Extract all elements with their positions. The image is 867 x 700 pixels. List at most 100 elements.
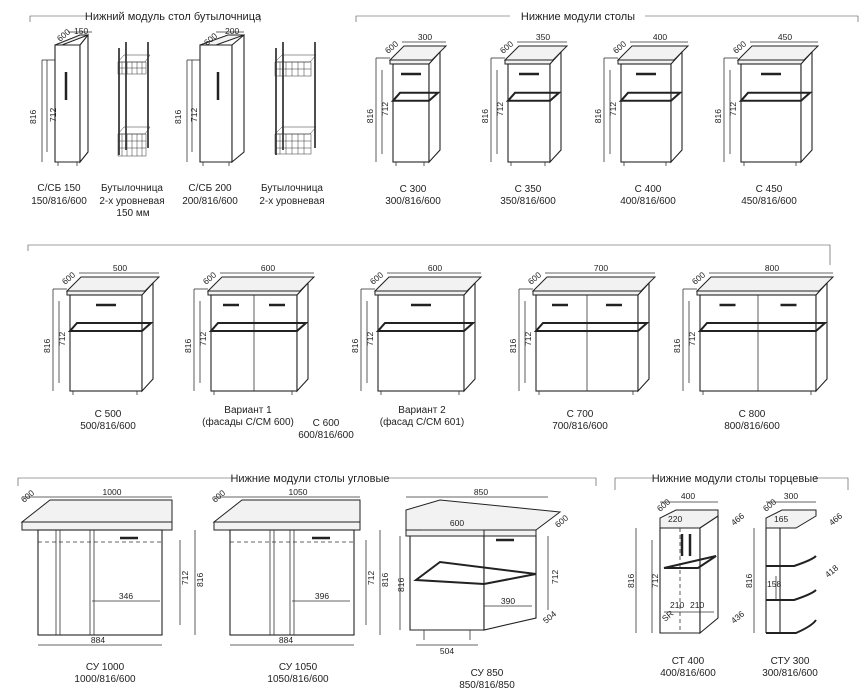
svg-text:600: 600 — [428, 263, 442, 273]
svg-text:816: 816 — [380, 573, 390, 587]
label-c450-size: 450/816/600 — [741, 196, 797, 207]
label-bottle1-note: 150 мм — [116, 208, 149, 219]
svg-text:816: 816 — [173, 110, 183, 124]
svg-text:712: 712 — [57, 332, 67, 346]
svg-text:158: 158 — [767, 579, 781, 589]
svg-text:436: 436 — [729, 609, 747, 626]
svg-text:350: 350 — [536, 32, 550, 42]
svg-text:504: 504 — [440, 646, 454, 656]
svg-text:712: 712 — [48, 108, 58, 122]
cabinet-csb200: 816 712 600 200 — [173, 26, 245, 166]
svg-text:850: 850 — [474, 487, 488, 497]
label-v2-name: Вариант 2 — [398, 405, 446, 416]
label-c350-name: С 350 — [515, 184, 542, 195]
svg-text:600: 600 — [450, 518, 464, 528]
svg-text:884: 884 — [279, 635, 293, 645]
label-cu1050-name: СУ 1050 — [279, 662, 318, 673]
label-cu1000-name: СУ 1000 — [86, 662, 125, 673]
label-cu850-size: 850/816/850 — [459, 680, 515, 691]
svg-text:400: 400 — [653, 32, 667, 42]
svg-text:300: 300 — [784, 491, 798, 501]
svg-text:600: 600 — [261, 263, 275, 273]
section-title-bottle: Нижний модуль стол бутылочница — [85, 11, 262, 23]
svg-text:712: 712 — [650, 574, 660, 588]
svg-text:450: 450 — [778, 32, 792, 42]
label-bottle1-sub: 2-х уровневая — [99, 196, 164, 207]
svg-text:712: 712 — [495, 102, 505, 116]
label-v2-sub: (фасад С/СМ 601) — [380, 416, 465, 428]
svg-text:700: 700 — [594, 263, 608, 273]
svg-text:712: 712 — [198, 332, 208, 346]
bottle-rack-2 — [274, 42, 317, 155]
svg-text:712: 712 — [728, 102, 738, 116]
cabinet-ct400: 210 210 400 600 220 466 436 SR 816 712 — [626, 491, 747, 635]
cabinet-cu1050: 396 884 1050 600 712 816 — [210, 487, 390, 646]
label-c500-size: 500/816/600 — [80, 421, 136, 432]
svg-text:600: 600 — [19, 488, 37, 505]
svg-text:800: 800 — [765, 263, 779, 273]
svg-text:210: 210 — [670, 600, 684, 610]
svg-text:816: 816 — [713, 109, 723, 123]
label-c700-name: С 700 — [567, 409, 594, 420]
label-bottle1-name: Бутылочница — [101, 183, 163, 194]
svg-text:150: 150 — [74, 26, 88, 36]
label-c400-size: 400/816/600 — [620, 196, 676, 207]
label-c800-size: 800/816/600 — [724, 421, 780, 432]
svg-text:396: 396 — [315, 591, 329, 601]
label-c600-size: 600/816/600 — [298, 430, 354, 441]
section-frame-straight: Нижние модули столы — [355, 9, 859, 23]
label-csb150-name: С/СБ 150 — [37, 183, 81, 194]
label-c800-name: С 800 — [739, 409, 766, 420]
label-c300-name: С 300 — [400, 184, 427, 195]
label-c500-name: С 500 — [95, 409, 122, 420]
svg-text:712: 712 — [189, 108, 199, 122]
svg-text:816: 816 — [593, 109, 603, 123]
label-csb200-name: С/СБ 200 — [188, 183, 232, 194]
svg-text:816: 816 — [744, 574, 754, 588]
label-c600-name: С 600 — [313, 418, 340, 429]
svg-text:712: 712 — [380, 102, 390, 116]
svg-text:816: 816 — [28, 110, 38, 124]
svg-text:712: 712 — [365, 332, 375, 346]
bottle-rack-1 — [117, 42, 151, 157]
label-c350-size: 350/816/600 — [500, 196, 556, 207]
label-bottle2-name: Бутылочница — [261, 183, 323, 194]
section-frame-corner: Нижние модули столы угловые — [17, 471, 597, 486]
svg-text:600: 600 — [761, 497, 779, 514]
svg-text:712: 712 — [608, 102, 618, 116]
label-csb200-size: 200/816/600 — [182, 196, 238, 207]
svg-text:466: 466 — [729, 511, 747, 528]
svg-text:816: 816 — [480, 109, 490, 123]
svg-text:418: 418 — [823, 563, 841, 580]
section-frame-end: Нижние модули столы торцевые — [614, 471, 849, 490]
label-v1-name: Вариант 1 — [224, 405, 272, 416]
svg-text:466: 466 — [827, 511, 845, 528]
svg-text:600: 600 — [655, 497, 673, 514]
svg-text:165: 165 — [774, 514, 788, 524]
cabinet-csb150: 816 712 600 150 — [28, 26, 92, 166]
svg-text:500: 500 — [113, 263, 127, 273]
label-cu850-name: СУ 850 — [471, 668, 504, 679]
svg-text:816: 816 — [365, 109, 375, 123]
label-c700-size: 700/816/600 — [552, 421, 608, 432]
svg-text:400: 400 — [681, 491, 695, 501]
cabinet-cty300: 300 600 165 466 158 418 816 — [744, 491, 845, 634]
cabinet-cu850: 850 600 600 390 504 504 816 712 — [396, 487, 570, 656]
label-csb150-size: 150/816/600 — [31, 196, 87, 207]
svg-text:816: 816 — [626, 574, 636, 588]
svg-text:600: 600 — [210, 488, 228, 505]
svg-text:210: 210 — [690, 600, 704, 610]
svg-text:712: 712 — [523, 332, 533, 346]
svg-text:816: 816 — [195, 573, 205, 587]
label-c450-name: С 450 — [756, 184, 783, 195]
